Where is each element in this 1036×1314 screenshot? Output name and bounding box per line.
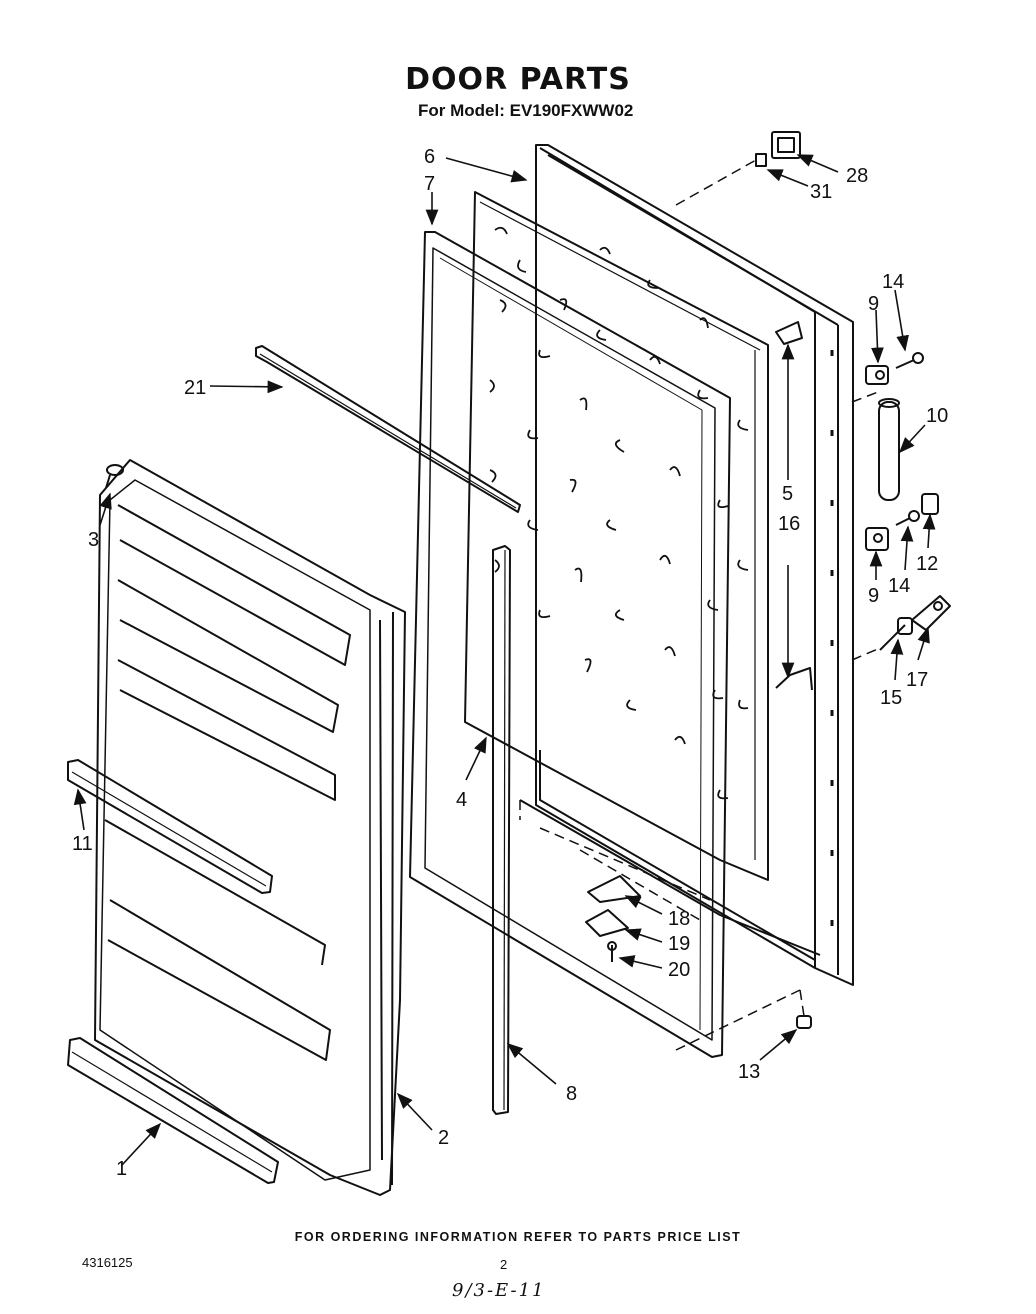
callout-5: 5	[782, 483, 793, 505]
door-frame-part	[519, 144, 854, 986]
screw-20-part	[607, 941, 617, 962]
callout-7: 7	[424, 173, 435, 195]
hinge-lower-part	[865, 527, 889, 551]
callout-13: 13	[738, 1061, 760, 1083]
callout-16: 16	[778, 513, 800, 535]
callout-6: 6	[424, 146, 435, 168]
lock-part	[879, 617, 913, 651]
door-gasket-part	[409, 231, 731, 1058]
door-shelf-bar-part	[67, 759, 273, 894]
callout-21: 21	[184, 377, 206, 399]
bracket-19-part	[585, 909, 629, 937]
hinge-pin-tube-part	[878, 398, 900, 501]
callout-18: 18	[668, 908, 690, 930]
callout-10: 10	[926, 405, 948, 427]
callout-2: 2	[438, 1127, 449, 1149]
leader-arrows	[73, 154, 936, 1166]
bottom-shelf-part	[67, 1037, 279, 1184]
ordering-note: FOR ORDERING INFORMATION REFER TO PARTS …	[294, 1230, 742, 1244]
clip-28-part	[771, 131, 801, 159]
hinge-upper-part	[865, 365, 889, 385]
clip-31-part	[755, 153, 767, 167]
page-title: DOOR PARTS	[405, 62, 631, 97]
page-number: 2	[500, 1257, 508, 1272]
breaker-strip-top-part	[255, 345, 521, 513]
door-liner-part	[94, 459, 406, 1196]
screw-lower-part	[895, 510, 920, 526]
callout-9-lower: 9	[868, 585, 879, 607]
callout-17: 17	[906, 669, 928, 691]
callout-8: 8	[566, 1083, 577, 1105]
model-subtitle: For Model: EV190FXWW02	[418, 101, 634, 120]
assembly-lines	[519, 159, 881, 1051]
callout-14-lower: 14	[888, 575, 910, 597]
callout-labels: 1 2 3 4 5 6 7 8 9 9 10 11 12 13 14 14 15…	[72, 146, 948, 1180]
insulation-panel-part	[464, 191, 769, 881]
screw-3-part	[105, 464, 124, 489]
handle-18-part	[587, 875, 641, 903]
callout-12: 12	[916, 553, 938, 575]
callout-4: 4	[456, 789, 467, 811]
document-number: 4316125	[82, 1255, 133, 1270]
callout-19: 19	[668, 933, 690, 955]
bottom-plug-part	[796, 1015, 812, 1029]
hinge-bracket-part	[775, 667, 813, 691]
cap-part	[921, 493, 939, 515]
callout-11: 11	[72, 833, 93, 855]
key-part	[911, 595, 951, 631]
breaker-strip-side-part	[492, 545, 511, 1115]
callout-14-upper: 14	[882, 271, 904, 293]
top-bracket-part	[775, 321, 803, 345]
callout-31: 31	[810, 181, 832, 203]
callout-15: 15	[880, 687, 902, 709]
screw-upper-part	[895, 352, 924, 369]
callout-9-upper: 9	[868, 293, 879, 315]
callout-28: 28	[846, 165, 868, 187]
callout-1: 1	[116, 1158, 127, 1180]
callout-20: 20	[668, 959, 690, 981]
callout-3: 3	[88, 529, 99, 551]
handwritten-code: 9/3-E-11	[452, 1280, 546, 1301]
